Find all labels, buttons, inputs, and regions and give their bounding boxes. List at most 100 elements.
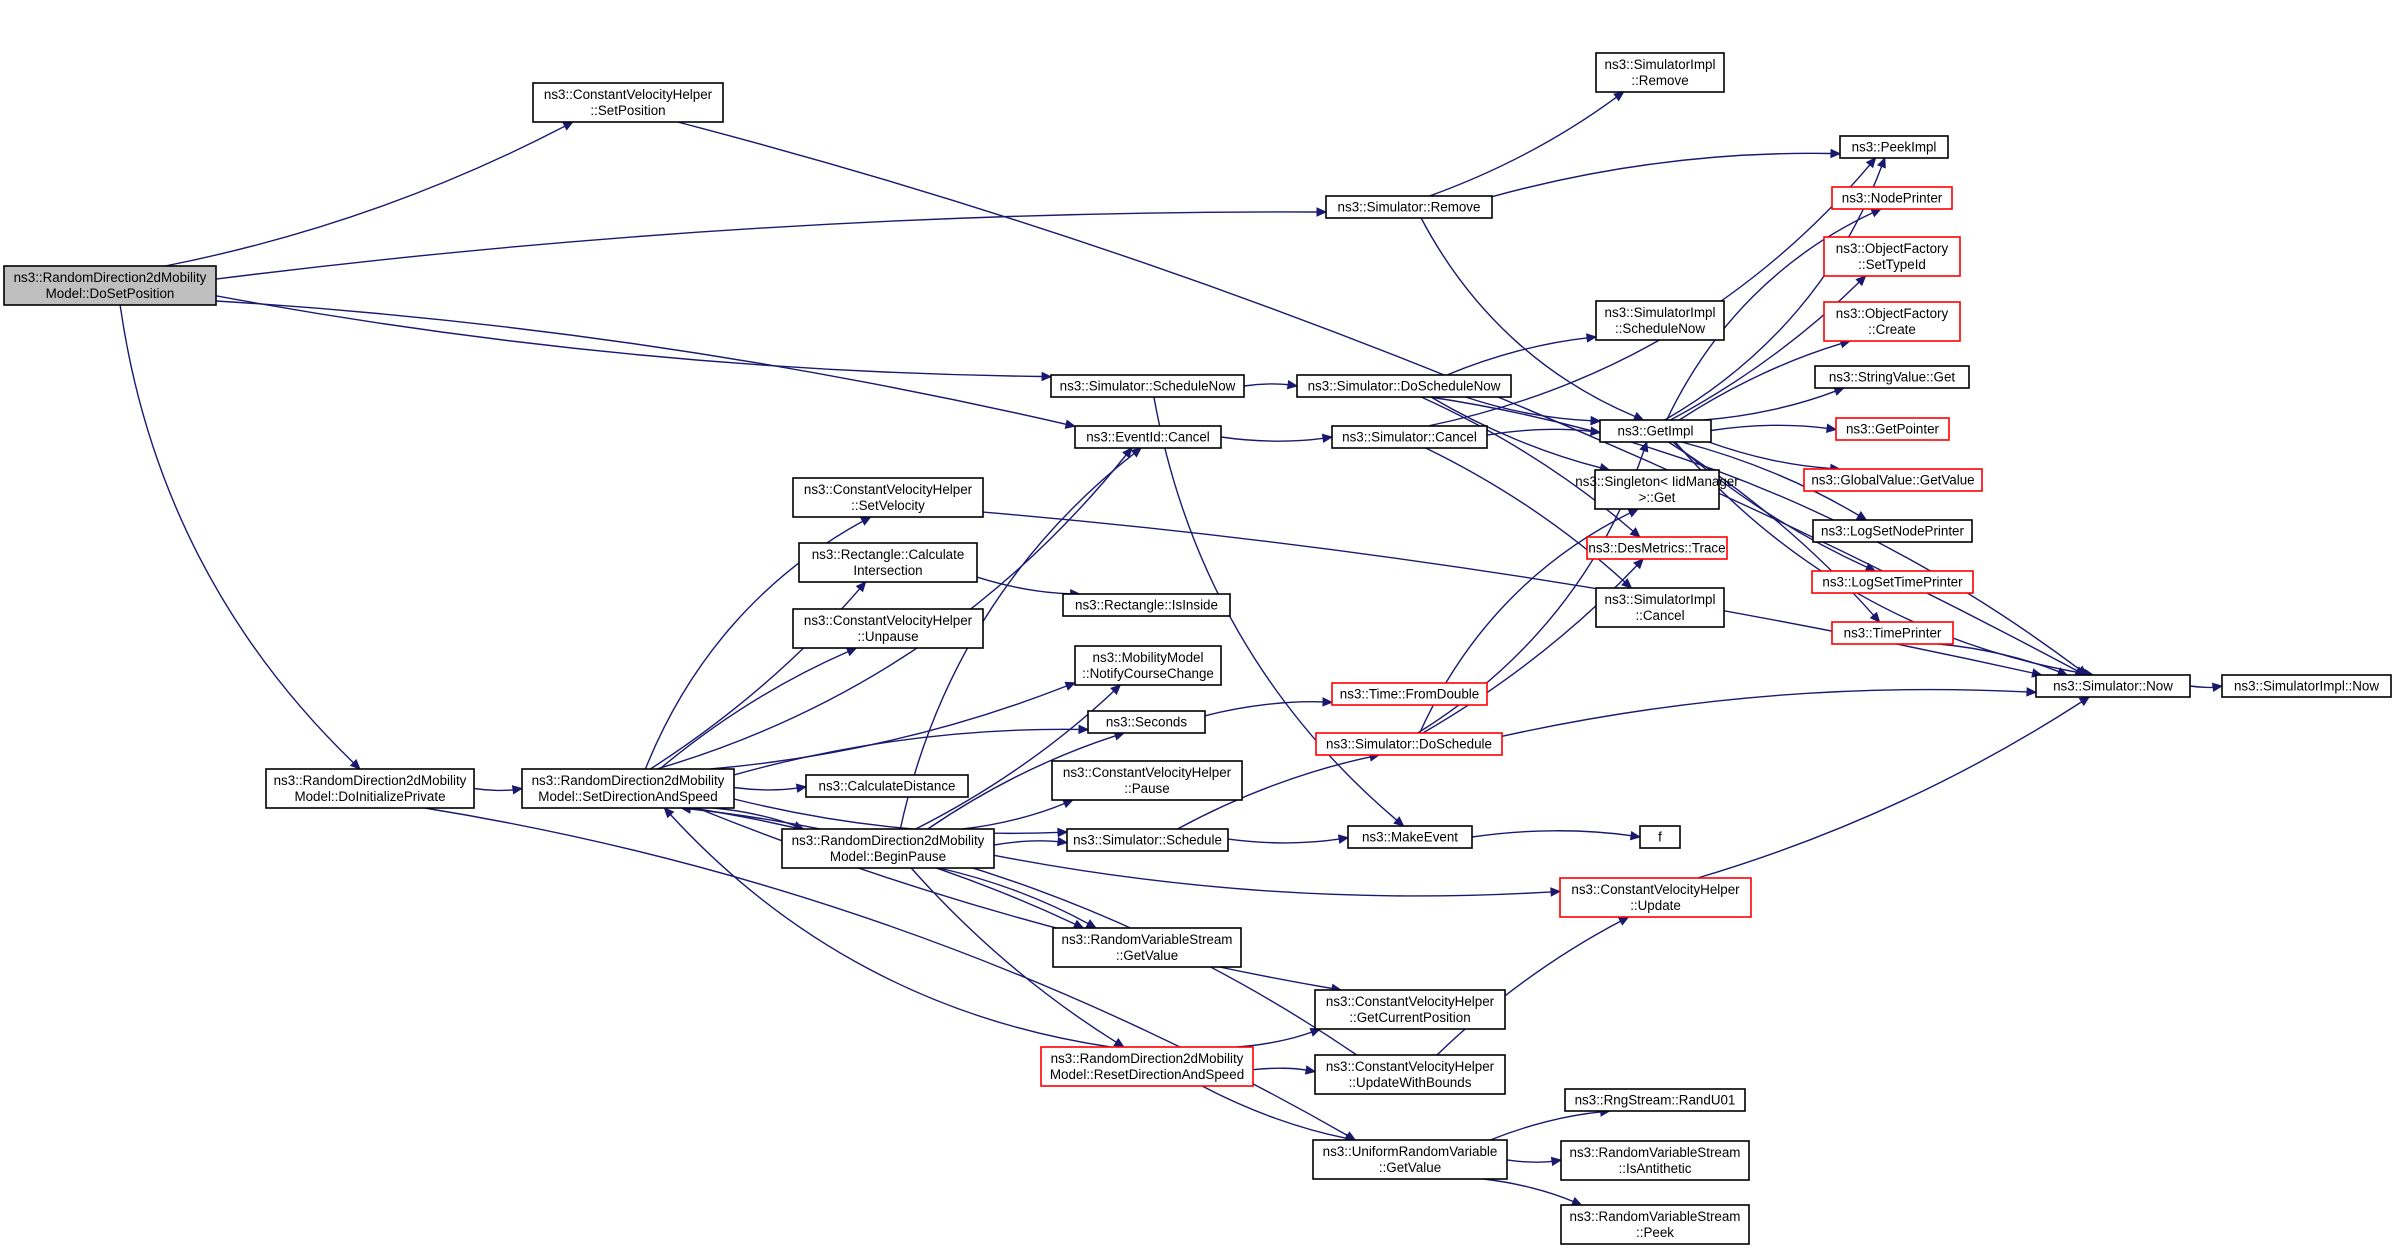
node-rvs-isantithetic[interactable]: ns3::RandomVariableStream::IsAntithetic — [1560, 1140, 1750, 1181]
node-box-rvs-peek[interactable] — [1560, 1204, 1750, 1245]
node-globalvalue-getvalue[interactable]: ns3::GlobalValue::GetValue — [1803, 468, 1983, 492]
node-box-mm-notify[interactable] — [1074, 645, 1222, 686]
node-box-f[interactable] — [1639, 825, 1681, 849]
node-rvs-peek[interactable]: ns3::RandomVariableStream::Peek — [1560, 1204, 1750, 1245]
node-box-makeevent[interactable] — [1347, 825, 1473, 849]
node-box-peekimpl[interactable] — [1839, 135, 1949, 159]
node-box-setdir[interactable] — [521, 768, 735, 809]
node-box-seconds[interactable] — [1087, 710, 1206, 734]
node-box-cvh-pause[interactable] — [1051, 760, 1243, 801]
node-box-of-create[interactable] — [1823, 301, 1961, 342]
node-box-simimpl-schedulenow[interactable] — [1595, 300, 1725, 341]
node-box-rect-calcint[interactable] — [798, 542, 978, 583]
node-box-of-settypeid[interactable] — [1823, 236, 1961, 277]
node-cvh-updatebounds[interactable]: ns3::ConstantVelocityHelper::UpdateWithB… — [1314, 1054, 1506, 1095]
node-box-cvh-unpause[interactable] — [792, 608, 984, 649]
node-box-rect-isinside[interactable] — [1062, 593, 1231, 617]
node-cvh-unpause[interactable]: ns3::ConstantVelocityHelper::Unpause — [792, 608, 984, 649]
node-mm-notify[interactable]: ns3::MobilityModel::NotifyCourseChange — [1074, 645, 1222, 686]
node-box-cvh-setvelocity[interactable] — [792, 477, 984, 518]
node-box-sim-cancel[interactable] — [1331, 425, 1488, 449]
node-box-eventid-cancel[interactable] — [1074, 425, 1222, 449]
node-box-time-fromdouble[interactable] — [1331, 682, 1488, 706]
node-box-getimpl[interactable] — [1599, 419, 1712, 443]
node-calcdistance[interactable]: ns3::CalculateDistance — [805, 774, 969, 798]
node-rvs-getvalue[interactable]: ns3::RandomVariableStream::GetValue — [1052, 927, 1242, 968]
node-box-cvh-update[interactable] — [1559, 877, 1752, 918]
node-box-sim-remove[interactable] — [1325, 195, 1493, 219]
node-box-beginpause[interactable] — [781, 828, 995, 869]
node-makeevent[interactable]: ns3::MakeEvent — [1347, 825, 1473, 849]
node-box-cvh-setpos[interactable] — [532, 82, 724, 123]
node-urv-getvalue[interactable]: ns3::UniformRandomVariable::GetValue — [1312, 1139, 1508, 1180]
node-stringvalue-get[interactable]: ns3::StringValue::Get — [1814, 365, 1970, 389]
node-box-simimpl-now[interactable] — [2221, 674, 2392, 698]
node-box-doset[interactable] — [3, 265, 217, 306]
node-of-create[interactable]: ns3::ObjectFactory::Create — [1823, 301, 1961, 342]
node-box-doinit[interactable] — [265, 768, 475, 809]
node-box-cvh-updatebounds[interactable] — [1314, 1054, 1506, 1095]
node-time-fromdouble[interactable]: ns3::Time::FromDouble — [1331, 682, 1488, 706]
node-box-singleton-get[interactable] — [1594, 469, 1720, 510]
node-sim-doschedule[interactable]: ns3::Simulator::DoSchedule — [1315, 732, 1503, 756]
node-box-logsettimeprinter[interactable] — [1811, 570, 1974, 594]
node-sim-now[interactable]: ns3::Simulator::Now — [2035, 674, 2191, 698]
node-box-sim-doschedulenow[interactable] — [1296, 374, 1512, 398]
node-box-sim-schedulenow[interactable] — [1050, 374, 1245, 398]
node-cvh-setvelocity[interactable]: ns3::ConstantVelocityHelper::SetVelocity — [792, 477, 984, 518]
node-doinit[interactable]: ns3::RandomDirection2dMobilityModel::DoI… — [265, 768, 475, 809]
node-rect-isinside[interactable]: ns3::Rectangle::IsInside — [1062, 593, 1231, 617]
node-box-rvs-isantithetic[interactable] — [1560, 1140, 1750, 1181]
node-doset[interactable]: ns3::RandomDirection2dMobilityModel::DoS… — [3, 265, 217, 306]
node-box-cvh-getcurpos[interactable] — [1314, 989, 1506, 1030]
node-sim-schedulenow[interactable]: ns3::Simulator::ScheduleNow — [1050, 374, 1245, 398]
node-f[interactable]: f — [1639, 825, 1681, 849]
node-logsetnodeprinter[interactable]: ns3::LogSetNodePrinter — [1812, 519, 1973, 543]
node-box-simimpl-remove[interactable] — [1595, 52, 1725, 93]
node-box-calcdistance[interactable] — [805, 774, 969, 798]
node-box-rngstream-randu01[interactable] — [1564, 1088, 1746, 1112]
node-getpointer[interactable]: ns3::GetPointer — [1835, 417, 1950, 441]
node-simimpl-schedulenow[interactable]: ns3::SimulatorImpl::ScheduleNow — [1595, 300, 1725, 341]
node-cvh-pause[interactable]: ns3::ConstantVelocityHelper::Pause — [1051, 760, 1243, 801]
node-box-nodeprinter[interactable] — [1831, 186, 1953, 210]
node-simimpl-remove[interactable]: ns3::SimulatorImpl::Remove — [1595, 52, 1725, 93]
node-box-timeprinter[interactable] — [1831, 621, 1954, 645]
node-box-sim-now[interactable] — [2035, 674, 2191, 698]
node-desmetrics-trace[interactable]: ns3::DesMetrics::Trace — [1586, 536, 1728, 560]
node-sim-remove[interactable]: ns3::Simulator::Remove — [1325, 195, 1493, 219]
node-box-urv-getvalue[interactable] — [1312, 1139, 1508, 1180]
node-cvh-getcurpos[interactable]: ns3::ConstantVelocityHelper::GetCurrentP… — [1314, 989, 1506, 1030]
node-setdir[interactable]: ns3::RandomDirection2dMobilityModel::Set… — [521, 768, 735, 809]
node-singleton-get[interactable]: ns3::Singleton< IidManager>::Get — [1575, 469, 1739, 510]
node-sim-schedule[interactable]: ns3::Simulator::Schedule — [1066, 828, 1229, 852]
node-box-getpointer[interactable] — [1835, 417, 1950, 441]
node-sim-doschedulenow[interactable]: ns3::Simulator::DoScheduleNow — [1296, 374, 1512, 398]
node-rngstream-randu01[interactable]: ns3::RngStream::RandU01 — [1564, 1088, 1746, 1112]
node-beginpause[interactable]: ns3::RandomDirection2dMobilityModel::Beg… — [781, 828, 995, 869]
node-cvh-setpos[interactable]: ns3::ConstantVelocityHelper::SetPosition — [532, 82, 724, 123]
node-resetdir[interactable]: ns3::RandomDirection2dMobilityModel::Res… — [1040, 1046, 1254, 1087]
node-cvh-update[interactable]: ns3::ConstantVelocityHelper::Update — [1559, 877, 1752, 918]
node-getimpl[interactable]: ns3::GetImpl — [1599, 419, 1712, 443]
node-nodeprinter[interactable]: ns3::NodePrinter — [1831, 186, 1953, 210]
node-box-stringvalue-get[interactable] — [1814, 365, 1970, 389]
node-box-globalvalue-getvalue[interactable] — [1803, 468, 1983, 492]
node-logsettimeprinter[interactable]: ns3::LogSetTimePrinter — [1811, 570, 1974, 594]
node-eventid-cancel[interactable]: ns3::EventId::Cancel — [1074, 425, 1222, 449]
node-simimpl-cancel[interactable]: ns3::SimulatorImpl::Cancel — [1595, 587, 1725, 628]
node-box-desmetrics-trace[interactable] — [1586, 536, 1728, 560]
node-box-resetdir[interactable] — [1040, 1046, 1254, 1087]
node-box-rvs-getvalue[interactable] — [1052, 927, 1242, 968]
node-sim-cancel[interactable]: ns3::Simulator::Cancel — [1331, 425, 1488, 449]
node-of-settypeid[interactable]: ns3::ObjectFactory::SetTypeId — [1823, 236, 1961, 277]
node-box-sim-doschedule[interactable] — [1315, 732, 1503, 756]
node-box-sim-schedule[interactable] — [1066, 828, 1229, 852]
node-box-simimpl-cancel[interactable] — [1595, 587, 1725, 628]
node-seconds[interactable]: ns3::Seconds — [1087, 710, 1206, 734]
node-peekimpl[interactable]: ns3::PeekImpl — [1839, 135, 1949, 159]
node-simimpl-now[interactable]: ns3::SimulatorImpl::Now — [2221, 674, 2392, 698]
node-box-logsetnodeprinter[interactable] — [1812, 519, 1973, 543]
node-timeprinter[interactable]: ns3::TimePrinter — [1831, 621, 1954, 645]
